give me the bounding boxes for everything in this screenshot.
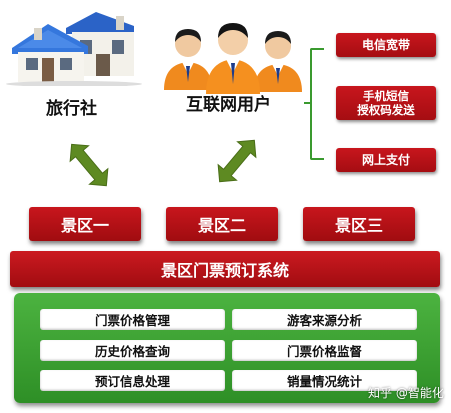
payment-bracket <box>310 48 324 160</box>
function-ticket-price-management[interactable]: 门票价格管理 <box>40 309 225 330</box>
payment-method-online[interactable]: 网上支付 <box>336 148 436 172</box>
internet-users-label: 互联网用户 <box>186 95 271 115</box>
ticket-booking-system-bar: 景区门票预订系统 <box>10 251 440 287</box>
agency-double-arrow-icon <box>64 138 114 192</box>
payment-method-label-line2: 授权码发送 <box>357 103 415 117</box>
function-visitor-source-analysis[interactable]: 游客来源分析 <box>232 309 417 330</box>
function-price-history-query[interactable]: 历史价格查询 <box>40 340 225 361</box>
payment-method-label: 电信宽带 <box>361 38 410 52</box>
travel-agency-illustration <box>4 8 164 87</box>
function-sales-statistics[interactable]: 销量情况统计 <box>232 370 417 391</box>
users-double-arrow-icon <box>212 134 262 188</box>
function-ticket-price-supervision[interactable]: 门票价格监督 <box>232 340 417 361</box>
payment-method-label-line1: 手机短信 <box>363 89 409 103</box>
watermark: 知乎 @智能化 <box>368 386 444 400</box>
scenic-area-1-button[interactable]: 景区一 <box>29 207 141 241</box>
scenic-area-3-button[interactable]: 景区三 <box>303 207 415 241</box>
payment-method-label: 网上支付 <box>361 153 410 167</box>
function-booking-info-processing[interactable]: 预订信息处理 <box>40 370 225 391</box>
scenic-area-2-button[interactable]: 景区二 <box>166 207 278 241</box>
travel-agency-label: 旅行社 <box>46 99 97 119</box>
payment-bracket-tick <box>304 102 312 104</box>
payment-method-broadband[interactable]: 电信宽带 <box>336 33 436 57</box>
payment-method-sms[interactable]: 手机短信 授权码发送 <box>336 86 436 120</box>
internet-users-illustration <box>160 22 310 94</box>
